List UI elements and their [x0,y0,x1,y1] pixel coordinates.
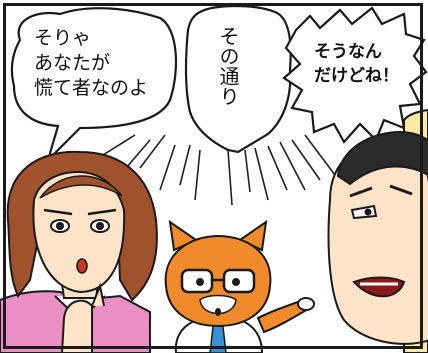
speed-lines [94,134,336,206]
speech-line: 慌て者なのよ [34,77,149,99]
man-character [327,108,428,353]
speech-line: そりゃ [34,27,92,49]
speech-text-woman: そりゃ あなたが 慌て者なのよ [34,26,148,101]
speech-bubble-cat [184,4,292,154]
speech-line: あなたが [34,52,111,74]
speech-bubble-woman [10,7,178,161]
speech-bubble-man [282,6,428,144]
cat-character [164,219,315,353]
woman-character [0,150,158,353]
speech-text-cat: その通り [216,26,240,106]
speech-line: そうなん [314,42,382,62]
speech-text-man: そうなん だけどね！ [314,40,399,88]
speech-line: だけどね！ [314,66,399,86]
